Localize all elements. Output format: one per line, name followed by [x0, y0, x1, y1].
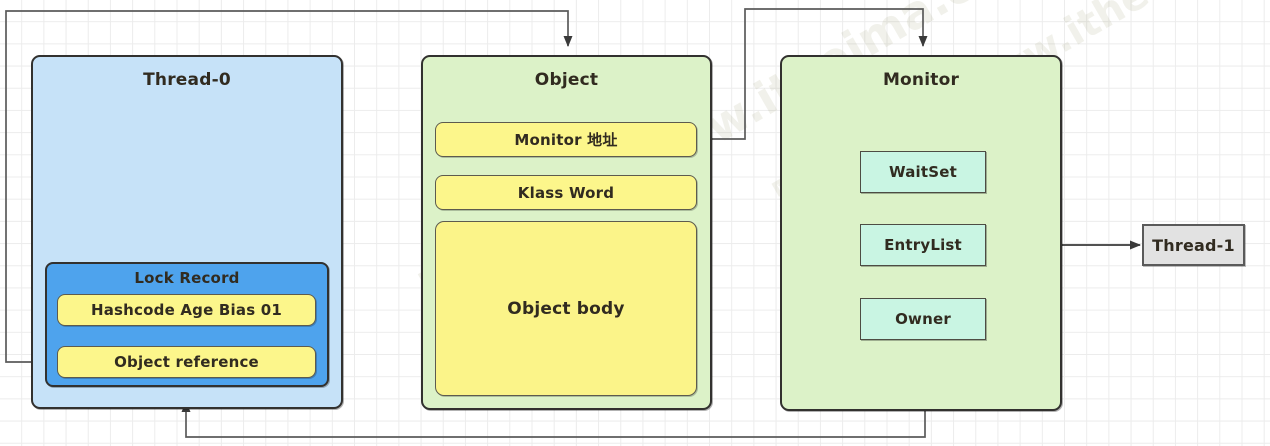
monitor-row-label: WaitSet [889, 163, 957, 181]
object-row-label: Object body [507, 298, 625, 319]
lock-record-row-label: Object reference [114, 353, 259, 371]
thread1-title: Thread-1 [1152, 235, 1235, 255]
thread1-box[interactable]: Thread-1 [1142, 224, 1245, 266]
lock-record-title: Lock Record [134, 269, 240, 287]
lock-record-row-hashcode[interactable]: Hashcode Age Bias 01 [57, 294, 316, 326]
object-row-klass-word[interactable]: Klass Word [435, 175, 697, 210]
connector-object-reference-to-object [5, 10, 573, 363]
object-row-label: Monitor 地址 [514, 131, 618, 149]
monitor-title: Monitor [882, 70, 960, 90]
connector-monitor-address-to-monitor [697, 8, 928, 140]
lock-record-row-object-reference[interactable]: Object reference [57, 346, 316, 378]
object-row-monitor-address[interactable]: Monitor 地址 [435, 122, 697, 157]
monitor-row-label: EntryList [884, 236, 962, 254]
object-row-label: Klass Word [517, 183, 615, 202]
monitor-row-owner[interactable]: Owner [860, 298, 986, 340]
monitor-row-label: Owner [895, 310, 951, 328]
monitor-row-waitset[interactable]: WaitSet [860, 151, 986, 193]
monitor-row-entrylist[interactable]: EntryList [860, 224, 986, 266]
object-title: Object [534, 70, 599, 90]
thread0-title: Thread-0 [143, 70, 231, 90]
object-row-object-body[interactable]: Object body [435, 221, 697, 396]
lock-record-row-label: Hashcode Age Bias 01 [90, 301, 283, 319]
